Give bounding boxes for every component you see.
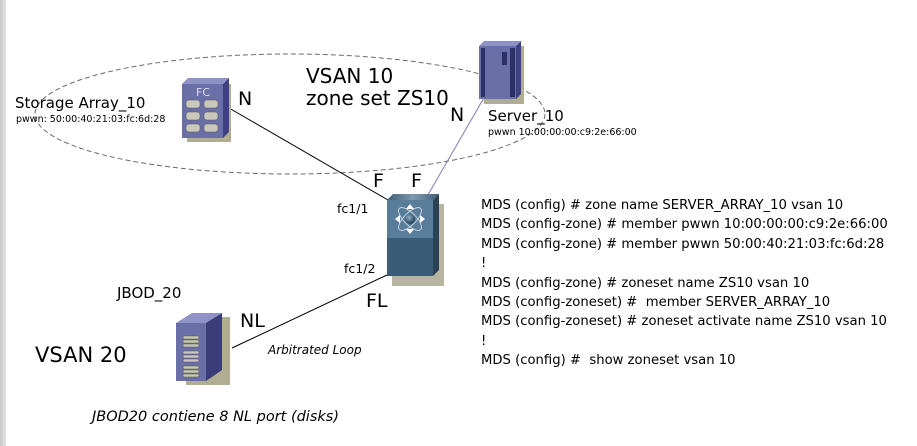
mds-switch-icon	[387, 194, 444, 286]
switch-port2-label: fc1/2	[344, 261, 376, 276]
cli-line: MDS (config-zone) # member pwwn 50:00:40…	[481, 236, 885, 252]
link-server-to-switch	[424, 95, 486, 201]
cli-line: MDS (config-zoneset) # zoneset activate …	[481, 314, 887, 330]
vsan10-title: VSAN 10	[306, 64, 394, 88]
switch-port1b-type: F	[411, 170, 422, 192]
server-icon	[479, 41, 524, 104]
vsan10-zoneset-label: zone set ZS10	[306, 86, 449, 110]
arbitrated-loop-label: Arbitrated Loop	[268, 343, 362, 357]
storage-array-name: Storage Array_10	[15, 94, 146, 112]
switch-port1-label: fc1/1	[337, 201, 369, 216]
svg-text:FC: FC	[196, 86, 210, 99]
cli-line: MDS (config) # zone name SERVER_ARRAY_10…	[481, 198, 844, 213]
cli-line: MDS (config) # show zoneset vsan 10	[481, 353, 736, 369]
vsan20-title: VSAN 20	[35, 343, 127, 367]
cli-line: MDS (config-zoneset) # member SERVER_ARR…	[481, 295, 831, 311]
switch-port1-type: F	[373, 170, 384, 192]
slide-left-border	[0, 0, 6, 446]
server-name: Server_10	[488, 107, 564, 125]
jbod-caption: JBOD20 contiene 8 NL port (disks)	[92, 409, 340, 425]
storage-array-port-type: N	[238, 88, 253, 110]
link-storage-to-switch	[228, 107, 389, 201]
cli-line: !	[481, 256, 487, 272]
vsan10-zone-boundary	[34, 53, 546, 175]
jbod-port-type: NL	[240, 310, 265, 332]
link-jbod-to-switch	[231, 274, 388, 349]
cli-line: !	[481, 333, 487, 349]
jbod-name: JBOD_20	[117, 284, 182, 302]
cli-line: MDS (config-zone) # member pwwn 10:00:00…	[481, 217, 888, 233]
storage-array-icon: FC	[182, 78, 231, 142]
switch-port2-type: FL	[366, 290, 388, 312]
cli-line: MDS (config-zone) # zoneset name ZS10 vs…	[481, 275, 810, 291]
jbod-icon	[176, 313, 230, 385]
storage-array-pwwn: pwwn: 50:00:40:21:03:fc:6d:28	[16, 114, 166, 125]
server-pwwn: pwwn 10:00:00:00:c9:2e:66:00	[488, 127, 637, 138]
server-port-type: N	[450, 104, 465, 126]
cli-command-block: MDS (config) # zone name SERVER_ARRAY_10…	[481, 196, 888, 371]
